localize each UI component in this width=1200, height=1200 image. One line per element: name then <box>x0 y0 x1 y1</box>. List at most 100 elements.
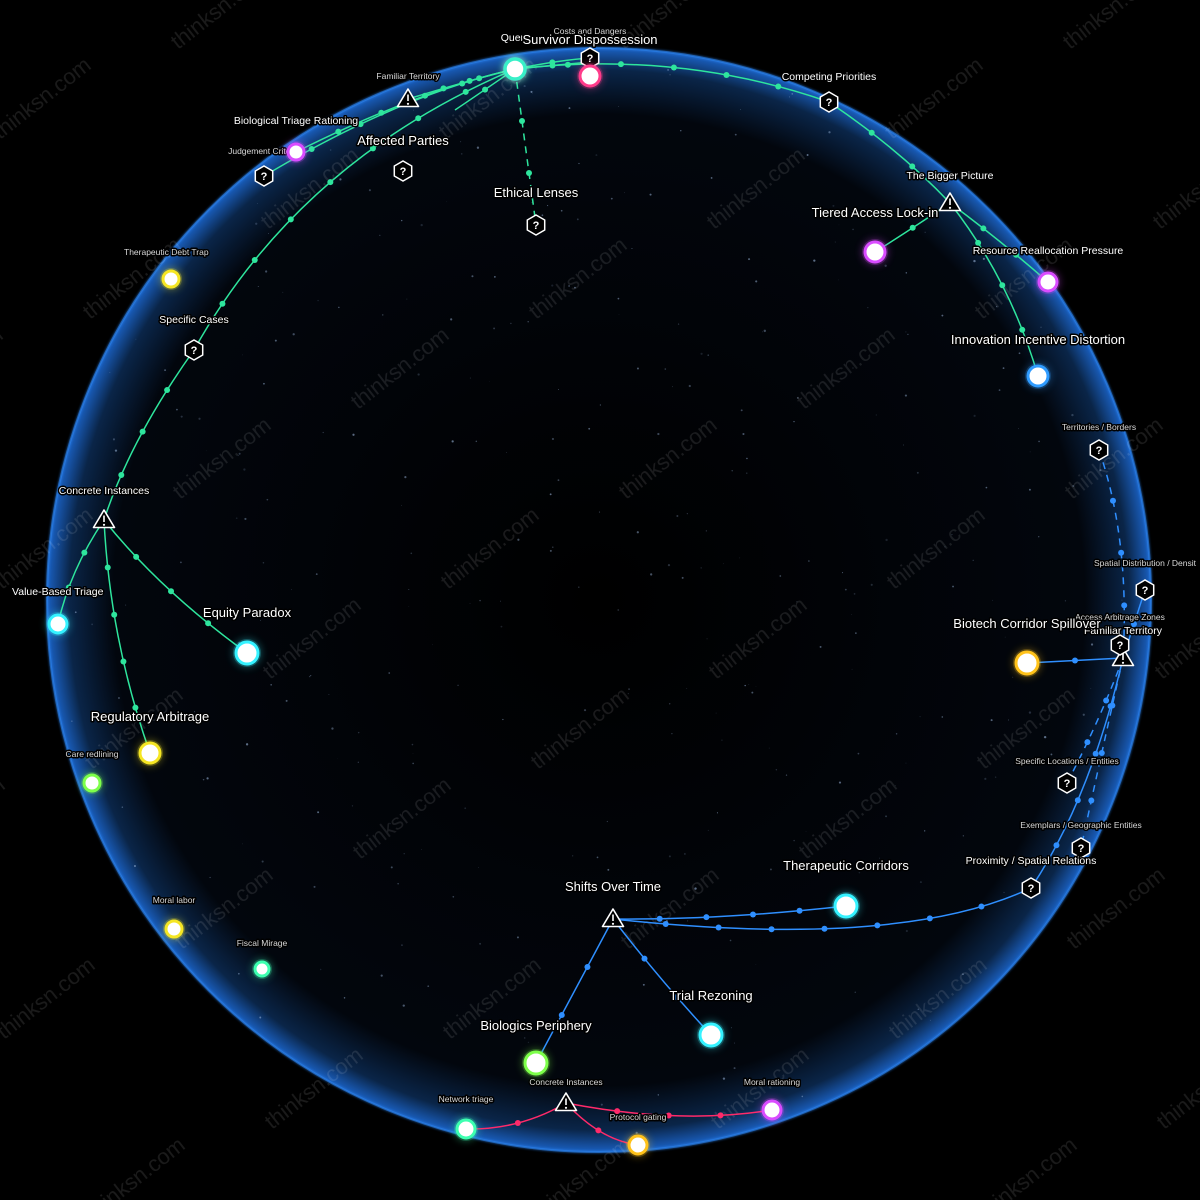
node-survivor-dispossession[interactable]: Survivor Dispossession <box>521 31 659 89</box>
star <box>400 504 402 506</box>
question-node-costs-and-dangers[interactable]: ?Costs and Dangers <box>552 25 628 69</box>
star <box>819 645 822 648</box>
star <box>867 307 869 309</box>
node-equity-paradox[interactable]: Equity Paradox <box>201 604 293 667</box>
hub-label: Familiar Territory <box>376 71 440 81</box>
star <box>828 131 831 134</box>
node-protocol-gating[interactable]: Protocol gating <box>608 1111 668 1157</box>
question-hexagon-icon <box>1021 877 1041 899</box>
star <box>238 452 241 455</box>
node-therapeutic-debt-trap[interactable]: Therapeutic Debt Trap <box>123 246 210 290</box>
star <box>206 777 209 780</box>
star <box>1133 617 1136 620</box>
star <box>618 106 620 107</box>
edge-marker <box>723 71 730 78</box>
edge-marker <box>327 179 334 186</box>
node-therapeutic-corridors[interactable]: Therapeutic Corridors <box>782 857 911 920</box>
star <box>328 694 330 695</box>
node-label: Moral labor <box>153 895 196 905</box>
node-value-based-triage[interactable]: Value-Based Triage <box>11 585 105 636</box>
edge-marker <box>251 257 258 264</box>
star-field <box>71 68 1136 1134</box>
question-hexagon-icon <box>184 339 204 361</box>
star <box>716 812 719 814</box>
star <box>1003 891 1005 894</box>
question-node-access-arbitrage-zones[interactable]: ?Access Arbitrage Zones <box>1074 611 1166 656</box>
star <box>244 517 247 521</box>
star <box>406 298 408 300</box>
star <box>607 868 610 871</box>
star <box>500 600 501 602</box>
hub-shifts-over-time[interactable]: Shifts Over Time <box>563 878 663 928</box>
star <box>516 936 519 939</box>
star <box>793 420 795 423</box>
node-dot-icon <box>164 919 184 939</box>
node-innovation-incentive-distortion[interactable]: Innovation Incentive Distortion <box>949 331 1127 389</box>
node-moral-labor[interactable]: Moral labor <box>151 894 197 940</box>
star <box>493 327 496 330</box>
edge-marker <box>466 77 473 84</box>
question-node-label: Access Arbitrage Zones <box>1075 612 1165 622</box>
hub-label: Concrete Instances <box>59 485 149 497</box>
star <box>595 154 598 157</box>
edge-marker <box>118 471 125 478</box>
node-label: Tiered Access Lock-in <box>812 205 939 220</box>
node-biological-triage-rationing[interactable]: Biological Triage Rationing <box>232 114 360 163</box>
question-node-specific-cases[interactable]: ?Specific Cases <box>158 313 230 361</box>
node-regulatory-arbitrage[interactable]: Regulatory Arbitrage <box>89 708 211 766</box>
star <box>402 1004 405 1007</box>
star <box>801 1095 804 1098</box>
hub-the-bigger-picture[interactable]: The Bigger Picture <box>905 169 995 212</box>
node-network-triage[interactable]: Network triage <box>437 1093 495 1141</box>
star <box>904 394 908 397</box>
question-node-affected-parties[interactable]: ?Affected Parties <box>356 132 451 182</box>
node-moral-rationing[interactable]: Moral rationing <box>742 1076 802 1122</box>
star <box>381 314 384 316</box>
question-node-ethical-lenses[interactable]: ?Ethical Lenses <box>492 184 580 236</box>
node-fiscal-mirage[interactable]: Fiscal Mirage <box>235 937 289 979</box>
node-trial-rezoning[interactable]: Trial Rezoning <box>668 987 754 1049</box>
star <box>524 1037 526 1039</box>
star <box>733 1042 736 1044</box>
node-biologics-periphery[interactable]: Biologics Periphery <box>479 1017 594 1077</box>
hub-familiar-territory-right[interactable]: Familiar Territory <box>1083 624 1164 667</box>
star <box>255 222 258 225</box>
question-node-spatial-distribution[interactable]: ?Spatial Distribution / Densit <box>1092 557 1198 601</box>
edge-marker <box>205 620 212 627</box>
question-node-territories-borders[interactable]: ?Territories / Borders <box>1060 421 1138 461</box>
star <box>452 895 455 898</box>
edge-marker <box>584 964 591 971</box>
star <box>270 684 272 686</box>
star <box>984 777 987 780</box>
node-care-redlining[interactable]: Care redlining <box>64 748 120 794</box>
star <box>951 533 953 536</box>
star <box>173 898 176 901</box>
question-node-exemplars-geographic[interactable]: ?Exemplars / Geographic Entities <box>1019 819 1143 859</box>
question-node-proximity-spatial[interactable]: ?Proximity / Spatial Relations <box>964 854 1098 899</box>
question-node-label: Exemplars / Geographic Entities <box>1020 820 1141 830</box>
hub-concrete-instances-bottom[interactable]: Concrete Instances <box>528 1076 604 1112</box>
star <box>401 219 403 222</box>
watermark-text: thinksn.com <box>1148 142 1200 234</box>
question-node-judgement-criteria[interactable]: ?Judgement Criteria <box>227 145 302 187</box>
question-node-specific-locations[interactable]: ?Specific Locations / Entities <box>1014 755 1120 794</box>
node-label: Moral rationing <box>744 1077 800 1087</box>
hub-concrete-instances[interactable]: Concrete Instances <box>57 484 151 529</box>
hub-label: Concrete Instances <box>529 1077 602 1087</box>
node-tiered-access-lock-in[interactable]: Tiered Access Lock-in <box>810 204 940 265</box>
star <box>121 806 124 808</box>
star <box>746 472 748 474</box>
star <box>485 1028 487 1030</box>
star <box>527 1041 530 1044</box>
node-resource-reallocation-pressure[interactable]: Resource Reallocation Pressure <box>971 244 1125 294</box>
star <box>532 93 534 95</box>
hub-query[interactable]: Query <box>499 31 532 81</box>
node-dot-icon <box>253 960 271 978</box>
star <box>919 716 921 718</box>
node-biotech-corridor-spillover[interactable]: Biotech Corridor Spillover <box>952 615 1103 677</box>
hub-familiar-territory-top[interactable]: Familiar Territory <box>375 70 442 108</box>
question-node-competing-priorities[interactable]: ?Competing Priorities <box>780 70 878 113</box>
edge-marker <box>564 61 571 68</box>
star <box>1018 428 1019 430</box>
